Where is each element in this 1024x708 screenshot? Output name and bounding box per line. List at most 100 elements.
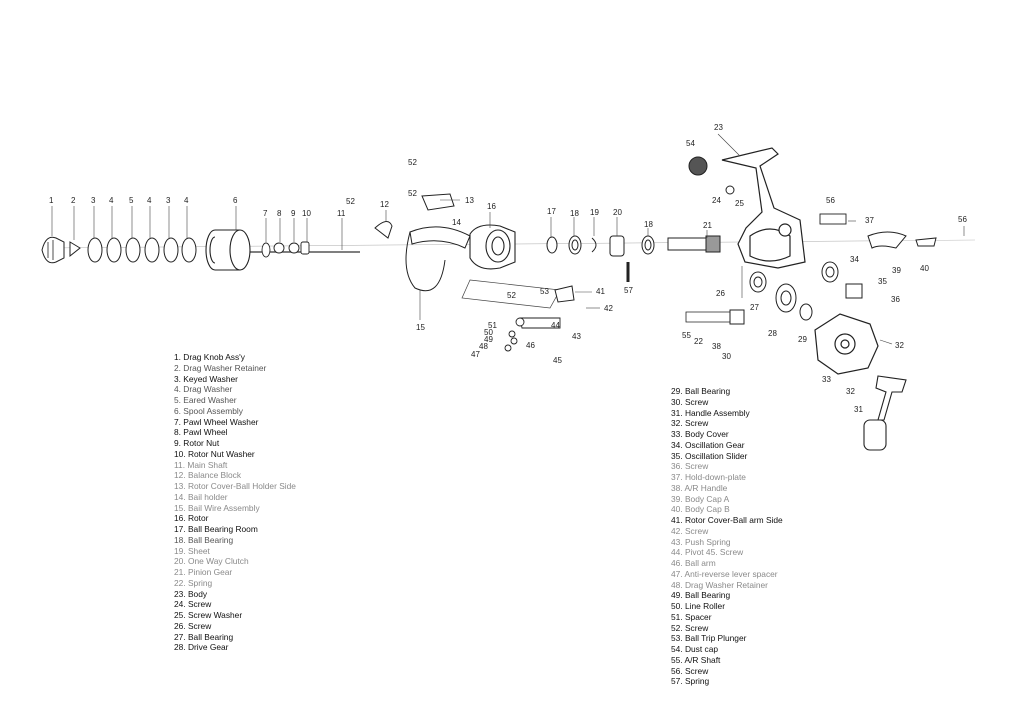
- bearing-group: [546, 235, 655, 257]
- part-list-item: 8. Pawl Wheel: [174, 427, 228, 438]
- part-list-item: 4. Drag Washer: [174, 384, 233, 395]
- part-list-item: 37. Hold-down-plate: [671, 472, 746, 482]
- callout: 44: [551, 321, 560, 330]
- part-list-item: 23. Body: [174, 588, 208, 599]
- drag-washer-retainer: [69, 241, 81, 258]
- callout: 15: [416, 323, 425, 332]
- callout: 10: [302, 209, 311, 218]
- part-list-item: 51. Spacer: [671, 611, 712, 622]
- callout: 12: [380, 200, 389, 209]
- rotor-cover-ball-arm: [554, 285, 575, 303]
- bail-holder: [409, 226, 471, 249]
- part-list-item: 31. Handle Assembly: [671, 407, 750, 418]
- part-list-item: 26. Screw: [174, 620, 212, 631]
- part-list-item: 36. Screw: [671, 461, 709, 472]
- part-list-item: 57. Spring: [671, 676, 710, 687]
- line-roller-group: [504, 317, 525, 352]
- part-list-item: 17. Ball Bearing Room: [174, 524, 258, 534]
- rotor-guide: [461, 279, 561, 309]
- part-list-item: 47. Anti-reverse lever spacer: [671, 568, 778, 579]
- reel-body: [721, 147, 806, 269]
- part-list-item: 48. Drag Washer Retainer: [671, 579, 768, 590]
- part-list-item: 20. One Way Clutch: [174, 556, 249, 567]
- part-list-item: 33. Body Cover: [671, 429, 729, 439]
- part-list-item: 28. Drive Gear: [174, 642, 229, 653]
- callout: 35: [878, 277, 887, 286]
- callout: 28: [768, 329, 777, 338]
- callout: 22: [694, 337, 703, 346]
- part-list-item: 34. Oscillation Gear: [671, 439, 745, 450]
- callout: 8: [277, 209, 282, 218]
- callout: 20: [613, 208, 622, 217]
- callout: 3: [91, 196, 96, 205]
- spool-assembly: [205, 229, 251, 271]
- callout: 24: [712, 196, 721, 205]
- part-list-item: 41. Rotor Cover-Ball arm Side: [671, 515, 783, 525]
- part-list-item: 10. Rotor Nut Washer: [174, 448, 255, 459]
- hold-down-plate: [819, 213, 847, 225]
- part-list-item: 52. Screw: [671, 622, 709, 633]
- part-list-item: 12. Balance Block: [174, 470, 242, 481]
- callout: 53: [540, 287, 549, 296]
- part-list-item: 5. Eared Washer: [174, 395, 237, 405]
- callout: 49: [484, 335, 493, 344]
- ar-handle: [729, 309, 745, 325]
- part-list-item: 56. Screw: [671, 665, 709, 676]
- part-list-item: 50. Line Roller: [671, 601, 726, 611]
- part-list-item: 35. Oscillation Slider: [671, 450, 748, 461]
- part-list-item: 44. Pivot 45. Screw: [671, 547, 744, 558]
- leader-lines: [51, 133, 965, 345]
- part-list-item: 55. A/R Shaft: [671, 654, 721, 665]
- callout: 39: [892, 266, 901, 275]
- pinion-gear: [667, 235, 721, 253]
- callout: 43: [572, 332, 581, 341]
- part-list-item: 15. Bail Wire Assembly: [174, 502, 260, 513]
- callout: 37: [865, 216, 874, 225]
- part-list-item: 38. A/R Handle: [671, 482, 728, 493]
- part-list-item: 22. Spring: [174, 577, 213, 588]
- callout: 5: [129, 196, 134, 205]
- callout: 23: [714, 123, 723, 132]
- part-list-item: 18. Ball Bearing: [174, 534, 234, 545]
- callout: 17: [547, 207, 556, 216]
- callout: 11: [337, 209, 346, 218]
- callout: 52: [408, 189, 417, 198]
- body-cap-b: [915, 237, 937, 247]
- callout: 52: [507, 291, 516, 300]
- callout: 13: [465, 196, 474, 205]
- callout: 4: [109, 196, 114, 205]
- callout: 34: [850, 255, 859, 264]
- callout: 47: [471, 350, 480, 359]
- part-list-item: 11. Main Shaft: [174, 459, 228, 470]
- drag-knob: [41, 236, 65, 264]
- body-cap-a: [867, 231, 907, 249]
- part-list-item: 3. Keyed Washer: [174, 373, 238, 384]
- part-list-item: 16. Rotor: [174, 513, 209, 524]
- rotor: [469, 224, 516, 270]
- part-list-item: 7. Pawl Wheel Washer: [174, 416, 259, 427]
- callout: 31: [854, 405, 863, 414]
- callout: 26: [716, 289, 725, 298]
- part-list-item: 49. Ball Bearing: [671, 590, 731, 601]
- callout: 21: [703, 221, 712, 230]
- dust-cap: [688, 156, 708, 176]
- ar-shaft: [685, 311, 737, 323]
- oscillation-slider: [845, 283, 863, 299]
- callout: 25: [735, 199, 744, 208]
- callout: 52: [346, 197, 355, 206]
- callout: 45: [553, 356, 562, 365]
- drive-gear-group: [749, 261, 839, 321]
- part-list-item: 14. Bail holder: [174, 491, 228, 502]
- part-list-item: 39. Body Cap A: [671, 493, 730, 504]
- part-list-item: 30. Screw: [671, 396, 709, 407]
- part-list-item: 6. Spool Assembly: [174, 405, 243, 416]
- bail-wire: [405, 231, 446, 292]
- screw-washer: [725, 185, 735, 195]
- callout: 18: [570, 209, 579, 218]
- callout: 42: [604, 304, 613, 313]
- callout: 50: [484, 328, 493, 337]
- callout: 6: [233, 196, 238, 205]
- callout: 36: [891, 295, 900, 304]
